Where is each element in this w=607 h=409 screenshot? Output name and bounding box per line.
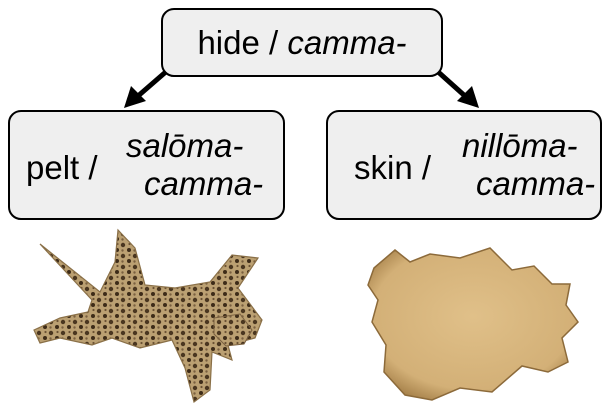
child-node-skin: skin / nillōma- camma-	[326, 110, 602, 220]
child-node-pelt: pelt / salōma- camma-	[8, 110, 285, 220]
pelt-term-line2: camma-	[144, 167, 263, 200]
arrow-to-skin	[436, 70, 479, 108]
skin-english-label: skin /	[354, 151, 431, 184]
root-term: camma-	[287, 24, 406, 62]
skin-term-line2: camma-	[476, 167, 595, 200]
root-english-label: hide	[197, 24, 259, 62]
arrow-to-pelt	[124, 70, 168, 108]
tanned-skin-image	[368, 248, 578, 400]
skin-term-line1: nillōma-	[462, 129, 578, 162]
pelt-english-label: pelt /	[26, 151, 98, 184]
root-node-hide: hide / camma-	[161, 8, 443, 77]
root-separator: /	[260, 24, 288, 62]
pelt-term-line1: salōma-	[126, 129, 243, 162]
leopard-pelt-image	[34, 230, 262, 402]
